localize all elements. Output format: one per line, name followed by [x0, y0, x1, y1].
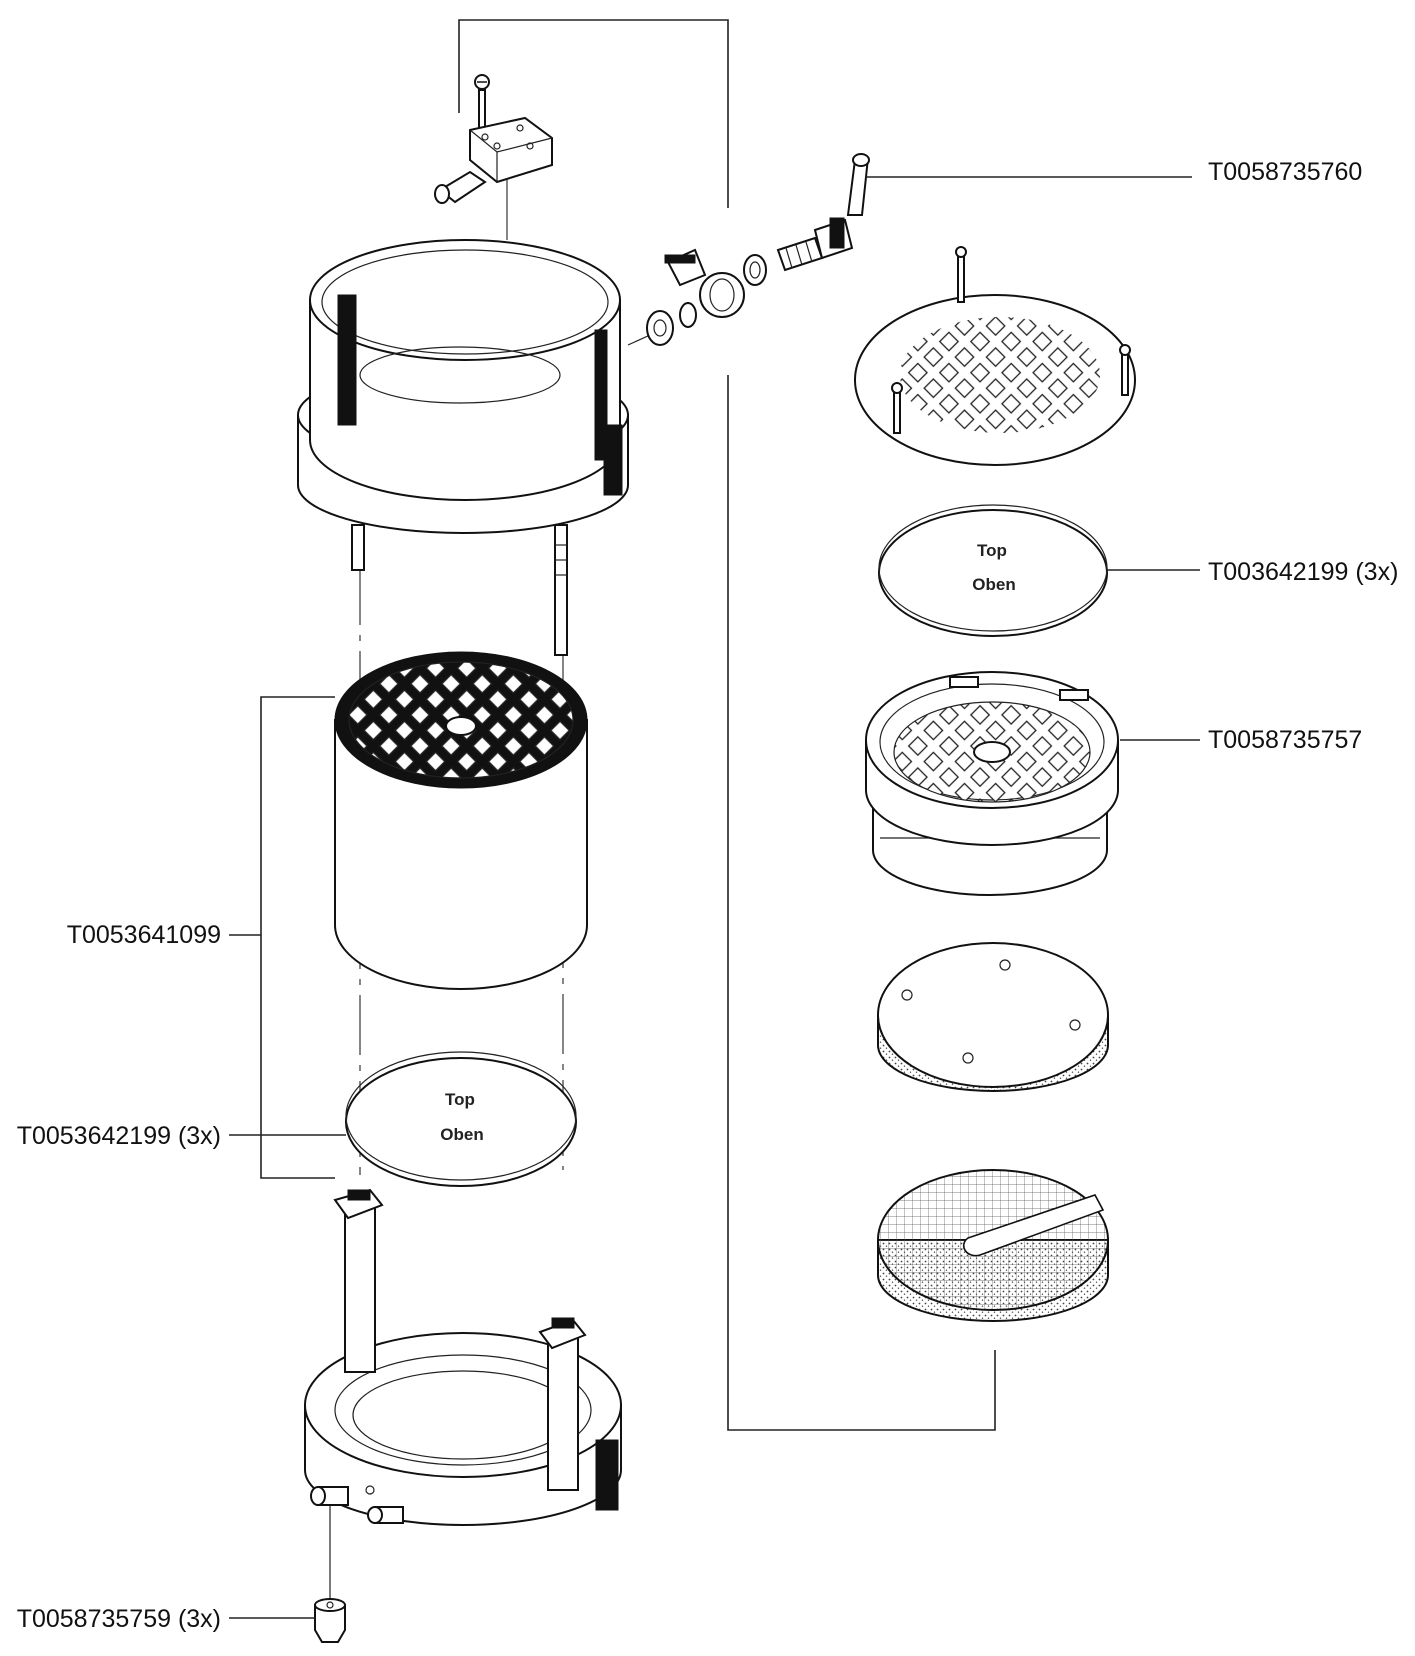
sieve-insert: [865, 671, 1119, 896]
perforated-cover-plate: [854, 246, 1136, 466]
filter-paper-left: Top Oben: [345, 1051, 577, 1187]
part-labels: T0058735760 T003642199 (3x) T0058735757 …: [17, 158, 1399, 1633]
paper-mark-bottom-left: Oben: [440, 1125, 483, 1144]
cylinder: [334, 651, 588, 990]
top-ring-housing: [297, 239, 629, 656]
filter-paper-right: Top Oben: [878, 504, 1108, 637]
slotted-porous-stone: [877, 1169, 1109, 1322]
assembly-bracket-lines: [458, 19, 996, 1431]
paper-mark-bottom: Oben: [972, 575, 1015, 594]
sensor-block: [434, 116, 553, 204]
label-sieve-insert: T0058735757: [1208, 726, 1362, 754]
foot-part: [314, 1598, 346, 1643]
label-cylinder: T0053641099: [67, 921, 221, 949]
leader-lines: [229, 176, 1200, 1619]
paper-mark-top: Top: [977, 541, 1007, 560]
valve-fittings: [627, 153, 870, 346]
screw-top: [474, 74, 490, 129]
label-foot: T0058735759 (3x): [17, 1605, 221, 1633]
label-valve: T0058735760: [1208, 158, 1362, 186]
porous-stone-plate: [877, 942, 1109, 1092]
paper-mark-top-left: Top: [445, 1090, 475, 1109]
label-filter-paper-right: T003642199 (3x): [1208, 558, 1398, 586]
label-filter-paper-left: T0053642199 (3x): [17, 1122, 221, 1150]
base-ring: [304, 1188, 622, 1526]
